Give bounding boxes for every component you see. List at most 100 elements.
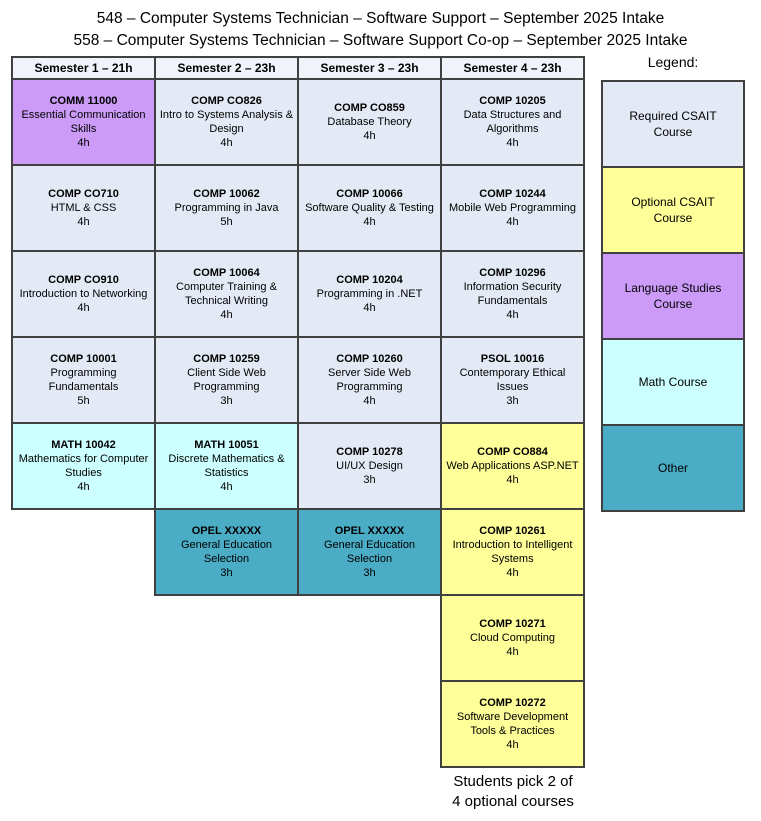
program-titles: 548 – Computer Systems Technician – Soft… (0, 8, 761, 52)
course-name: Web Applications ASP.NET (446, 460, 579, 472)
course-hours: 5h (220, 216, 233, 228)
title-line-558: 558 – Computer Systems Technician – Soft… (73, 32, 688, 49)
course-name: Mathematics for Computer Studies (18, 453, 149, 479)
course-code: OPEL XXXXX (191, 525, 262, 537)
title-line-548: 548 – Computer Systems Technician – Soft… (96, 10, 665, 27)
footnote-line: Students pick 2 of (453, 773, 573, 790)
course-code: COMP 10259 (193, 353, 260, 365)
footnote-line: 4 optional courses (452, 793, 574, 810)
course-hours: 3h (220, 395, 233, 407)
course-hours: 3h (506, 395, 519, 407)
course-code: COMP CO910 (48, 274, 119, 286)
course-code: COMP 10066 (336, 188, 403, 200)
legend-item-required: Required CSAIT Course (601, 80, 745, 168)
course-hours: 5h (77, 395, 90, 407)
course-hours: 4h (506, 137, 519, 149)
course-name: Programming in Java (174, 202, 279, 214)
legend-item-other: Other (601, 424, 745, 512)
course-hours: 4h (363, 216, 376, 228)
course-hours: 4h (220, 309, 233, 321)
course-name: Computer Training & Technical Writing (176, 281, 277, 307)
course-hours: 4h (506, 216, 519, 228)
course-hours: 4h (506, 309, 519, 321)
course-name: UI/UX Design (336, 460, 403, 472)
course-code: COMP CO884 (477, 446, 548, 458)
course-code: COMP 10271 (479, 618, 546, 630)
course-hours: 3h (363, 567, 376, 579)
course-code: COMP CO859 (334, 102, 405, 114)
course-name: Intro to Systems Analysis & Design (159, 109, 294, 135)
course-hours: 4h (77, 481, 90, 493)
semester-header: Semester 2 – 23h (154, 56, 299, 80)
course-hours: 4h (363, 395, 376, 407)
legend-title: Legend: (647, 54, 699, 70)
course-name: Information Security Fundamentals (463, 281, 562, 307)
course-code: COMP 10272 (479, 697, 546, 709)
course-name: Discrete Mathematics & Statistics (168, 453, 285, 479)
course-name: Introduction to Networking (19, 288, 148, 300)
course-name: Client Side Web Programming (187, 367, 266, 393)
course-code: COMP 10296 (479, 267, 546, 279)
course-name: General Education Selection (180, 539, 273, 565)
course-name: HTML & CSS (50, 202, 117, 214)
course-code: MATH 10042 (51, 439, 116, 451)
course-name: Contemporary Ethical Issues (459, 367, 566, 393)
course-code: COMP 10244 (479, 188, 546, 200)
course-name: Software Quality & Testing (305, 202, 434, 214)
footnote: Students pick 2 of 4 optional courses (440, 772, 586, 812)
course-code: COMP 10278 (336, 446, 403, 458)
course-hours: 4h (77, 302, 90, 314)
semester-header: Semester 3 – 23h (297, 56, 442, 80)
course-name: General Education Selection (323, 539, 416, 565)
semester-header: Semester 4 – 23h (440, 56, 585, 80)
course-name: Cloud Computing (470, 632, 555, 644)
course-name: Essential Communication Skills (21, 109, 146, 135)
course-hours: 4h (220, 137, 233, 149)
course-hours: 4h (506, 646, 519, 658)
course-name: Database Theory (327, 116, 412, 128)
course-name: Mobile Web Programming (449, 202, 576, 214)
course-code: COMP 10064 (193, 267, 260, 279)
course-code: COMP 10001 (50, 353, 117, 365)
course-code: COMP 10205 (479, 95, 546, 107)
course-code: PSOL 10016 (480, 353, 545, 365)
course-code: COMP CO826 (191, 95, 262, 107)
course-code: COMP 10260 (336, 353, 403, 365)
course-hours: 4h (220, 481, 233, 493)
course-hours: 4h (77, 137, 90, 149)
course-hours: 4h (77, 216, 90, 228)
course-code: COMP 10261 (479, 525, 546, 537)
course-hours: 3h (363, 474, 376, 486)
legend-item-optional: Optional CSAIT Course (601, 166, 745, 254)
course-name: Programming Fundamentals (48, 367, 119, 393)
course-name: Introduction to Intelligent Systems (452, 539, 573, 565)
